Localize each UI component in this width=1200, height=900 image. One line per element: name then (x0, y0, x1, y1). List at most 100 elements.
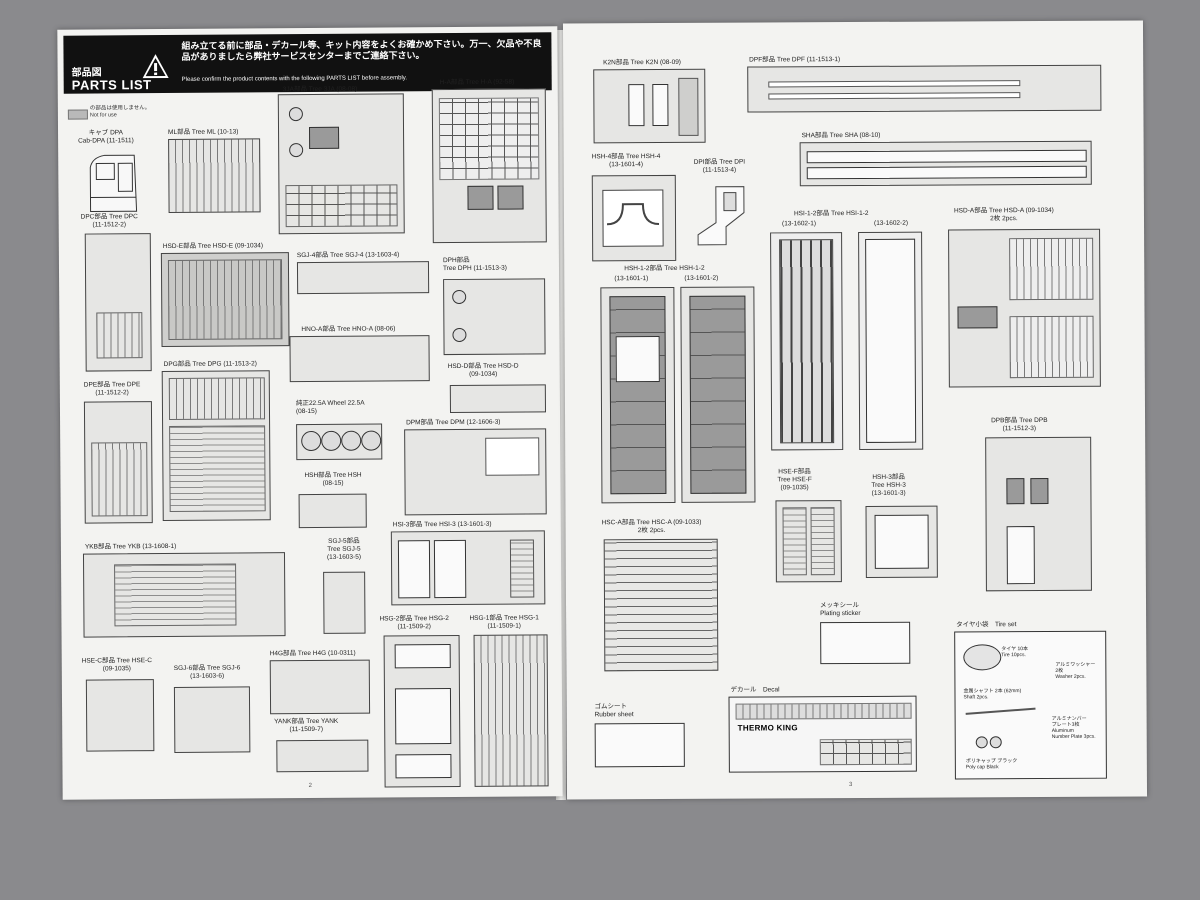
label-hsca: HSC-A部品 Tree HSC-A (09-1033) 2枚 2pcs. (601, 518, 702, 535)
tree-hsef (775, 500, 842, 583)
part-frame (91, 442, 148, 517)
label-hsi12-b: (13-1602-2) (874, 219, 909, 227)
label-dpf: DPF部品 Tree DPF (11-1513-1) (749, 56, 841, 64)
not-for-use-swatch (67, 109, 88, 120)
washer-label: アルミワッシャー 2枚 Washer 2pcs. (1055, 661, 1096, 680)
header-notice-ja: 組み立てる前に部品・デカール等、キット内容をよくお確かめ下さい。万一、欠品や不良… (181, 38, 542, 62)
tree-hsi12-b (858, 231, 924, 450)
label-plating: メッキシール Plating sticker (820, 601, 861, 618)
poly-cap-icon (989, 736, 1002, 749)
tree-k2n (593, 68, 706, 144)
label-dph: DPH部品 Tree DPH (11-1513-3) (442, 256, 507, 273)
part-round (288, 107, 303, 122)
poly-cap-icon (975, 736, 988, 749)
label-cab-dpa: キャブ DPA Cab-DPA (11-1511) (78, 129, 134, 145)
tree-hsde (160, 252, 290, 348)
part-rail (768, 80, 1021, 88)
part-panel (395, 754, 452, 779)
header-title-ja: 部品図 (71, 67, 102, 79)
tree-dpg (161, 370, 271, 522)
page-number: 3 (848, 782, 853, 789)
label-ha: H-A部品 Tree H-A (92-58) (439, 78, 515, 87)
tree-dpm (404, 428, 547, 516)
part-panel (874, 514, 929, 569)
warning-icon (142, 54, 169, 79)
tree-dpc (84, 233, 152, 372)
tree-hsh4 (591, 174, 677, 262)
tree-hsc (85, 679, 155, 752)
label-h4g: H4G部品 Tree H4G (10-0311) (269, 649, 356, 658)
part-panel (1006, 526, 1035, 585)
left-page: 部品図 PARTS LIST 組み立てる前に部品・デカール等、キット内容をよくお… (57, 26, 563, 800)
label-hsi3: HSI-3部品 Tree HSI-3 (13-1601-3) (392, 520, 492, 529)
label-ml: ML部品 Tree ML (10-13) (168, 128, 239, 136)
shaft-icon (965, 707, 1036, 715)
part-rails (782, 507, 807, 576)
part-round (452, 327, 467, 343)
hsh4-part (602, 189, 664, 247)
label-sgj5: SGJ-5部品 Tree SGJ-5 (13-1603-5) (326, 537, 362, 561)
part-panel (394, 688, 452, 745)
part-panel (1006, 478, 1025, 505)
tree-dpf (747, 64, 1102, 113)
tree-ml (168, 138, 261, 213)
part-insert (615, 336, 660, 383)
part-panel (467, 185, 494, 210)
part-frame (167, 259, 283, 340)
label-dpm: DPM部品 Tree DPM (12-1606-3) (406, 418, 501, 427)
dpi-part (697, 186, 745, 246)
page-number: 2 (308, 782, 312, 790)
part-panel (678, 77, 699, 136)
tree-hsi3 (390, 530, 546, 606)
label-hsh12-a: (13-1601-1) (614, 275, 649, 283)
tree-hsdd (449, 384, 547, 414)
label-sha: SHA部品 Tree SHA (08-10) (801, 131, 881, 140)
part-rail (768, 92, 1021, 100)
parts-list-header: 部品図 PARTS LIST 組み立てる前に部品・デカール等、キット内容をよくお… (63, 32, 552, 94)
tree-hsh12-a (600, 286, 676, 504)
label-rubber: ゴムシート Rubber sheet (594, 703, 634, 719)
part-grille (485, 437, 540, 476)
tire-set-box: タイヤ 10本 Tire 10pcs. アルミワッシャー 2枚 Washer 2… (954, 630, 1107, 780)
part-panel (394, 644, 451, 669)
tree-hsi12-a (770, 232, 844, 451)
tree-hsh12-b (680, 286, 756, 503)
part-rails (810, 507, 835, 576)
part-panel (1030, 477, 1049, 505)
part-rails (779, 239, 835, 444)
tire-icon (963, 644, 1002, 671)
label-ykb: YKB部品 Tree YKB (13-1608-1) (84, 542, 177, 551)
decal-strip (735, 702, 912, 720)
label-hnoa: HNO-A部品 Tree HNO-A (08-06) (301, 325, 396, 334)
label-tire: タイヤ小袋 Tire set (956, 621, 1017, 629)
tree-hnoa (289, 335, 430, 383)
part-panel (957, 306, 998, 329)
label-yank: YANK部品 Tree YANK (11-1509-7) (274, 717, 339, 734)
legend-text: の部品は使用しません。 Not for use (90, 105, 150, 119)
legend-ja: の部品は使用しません。 (89, 105, 151, 112)
decal-grid (819, 738, 912, 766)
shaft-label: 金属シャフト 2本 (62mm) Shaft 2pcs. (963, 688, 1022, 701)
label-hsh: HSH部品 Tree HSH (08-15) (304, 471, 362, 487)
part-panel (309, 126, 340, 149)
plate-label: アルミナンバー プレート3枚 Aluminum Number Plate 3pc… (1051, 715, 1096, 740)
tree-sgj5 (323, 571, 366, 634)
label-hsh4: HSH-4部品 Tree HSH-4 (13-1601-4) (591, 153, 661, 169)
label-k2n: K2N部品 Tree K2N (08-09) (603, 58, 681, 67)
part-panel (433, 539, 467, 599)
tree-hsh3 (865, 505, 938, 578)
part-slats (865, 238, 917, 443)
tree-sha (799, 140, 1092, 187)
label-hsef: HSE-F部品 Tree HSE-F (09-1035) (777, 468, 812, 492)
decal-logo: THERMO KING (737, 723, 798, 733)
header-notice-en: Please confirm the product contents with… (181, 75, 408, 83)
tree-sgj6 (173, 686, 251, 753)
part-grid (169, 425, 266, 512)
part-round (289, 143, 304, 158)
label-hsg1: HSG-1部品 Tree HSG-1 (11-1509-1) (469, 614, 539, 630)
label-hsg2: HSG-2部品 Tree HSG-2 (11-1509-2) (379, 615, 449, 631)
tree-hsca (603, 538, 719, 672)
legend-en: Not for use (89, 112, 117, 119)
tree-hsh (298, 493, 367, 529)
part-rail (806, 165, 1087, 180)
